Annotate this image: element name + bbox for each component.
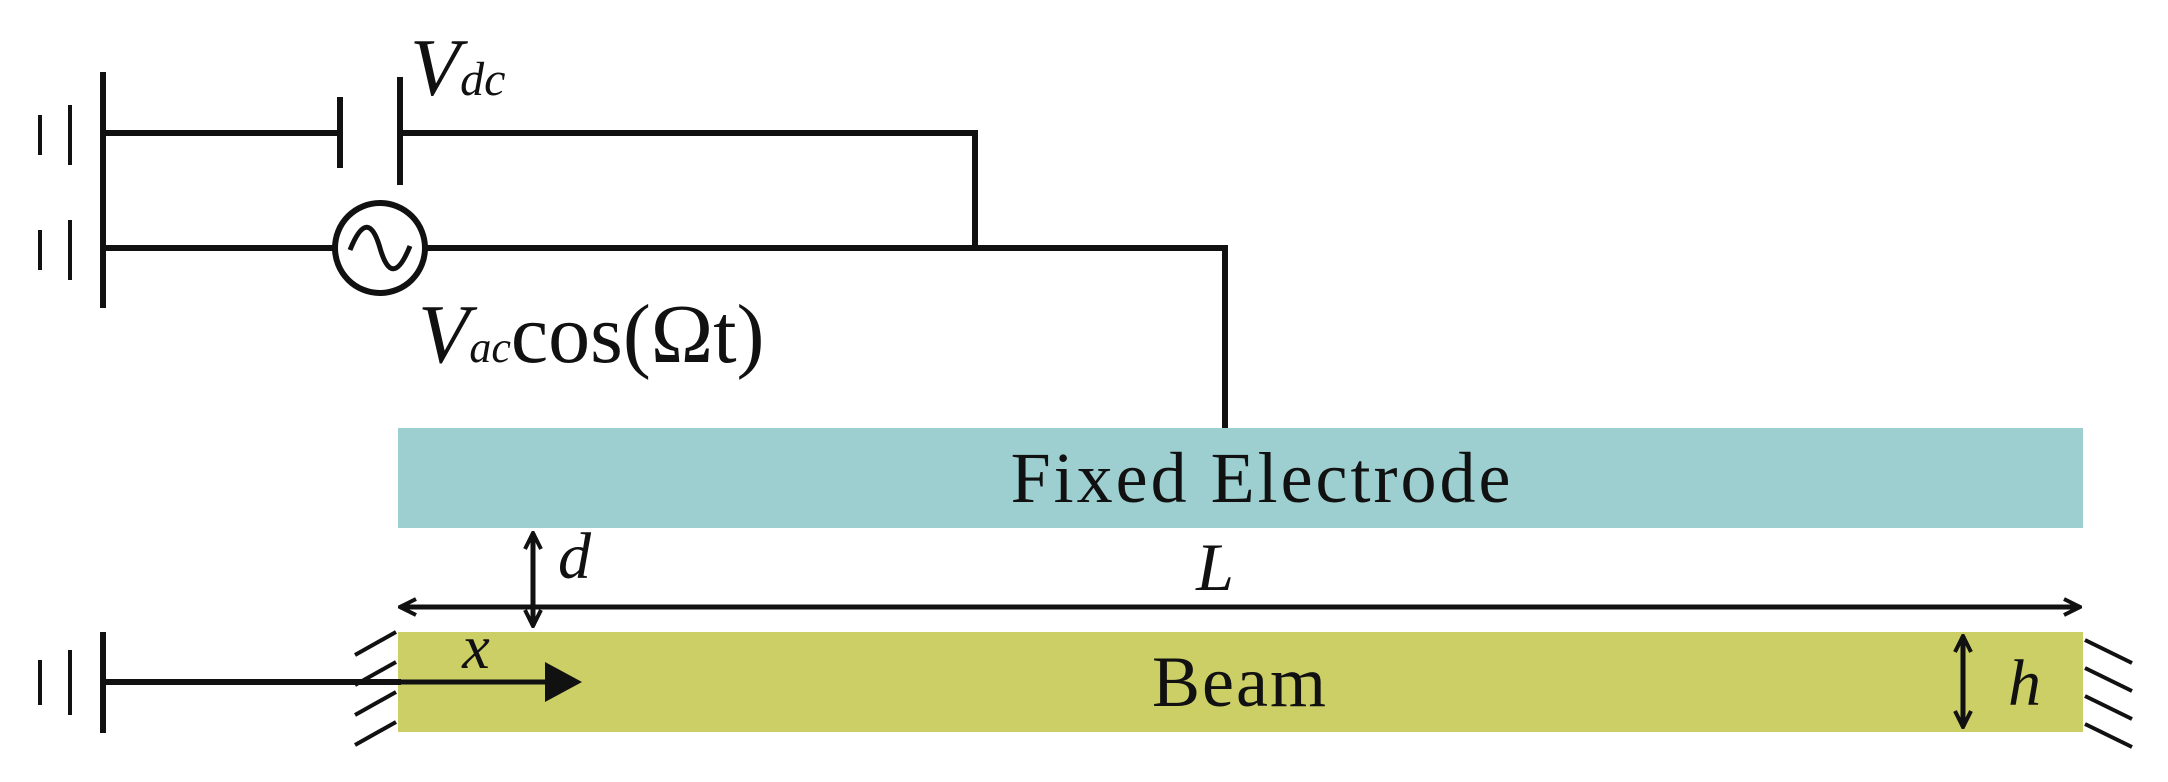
ground-icon-beam (38, 632, 106, 733)
length-label: L (1195, 529, 1234, 605)
ground-icon-ac (38, 192, 106, 308)
ground-icon-dc (38, 72, 106, 193)
gap-label: d (558, 520, 592, 593)
vac-label: Vaccos(Ωt) (418, 288, 765, 381)
beam (398, 632, 2083, 732)
dc-source-icon (100, 77, 978, 251)
clamped-support-icon-left (354, 630, 397, 747)
axis-x-label: x (461, 614, 490, 682)
ac-source-icon (100, 200, 1228, 431)
x-axis-arrowhead (545, 662, 582, 702)
clamped-support-icon-right (2084, 638, 2133, 749)
fixed-electrode (398, 428, 2083, 528)
vdc-label: Vdc (410, 22, 505, 113)
thickness-label: h (2008, 647, 2041, 720)
beam-label: Beam (1152, 642, 1328, 722)
fixed-electrode-label: Fixed Electrode (1011, 438, 1514, 518)
